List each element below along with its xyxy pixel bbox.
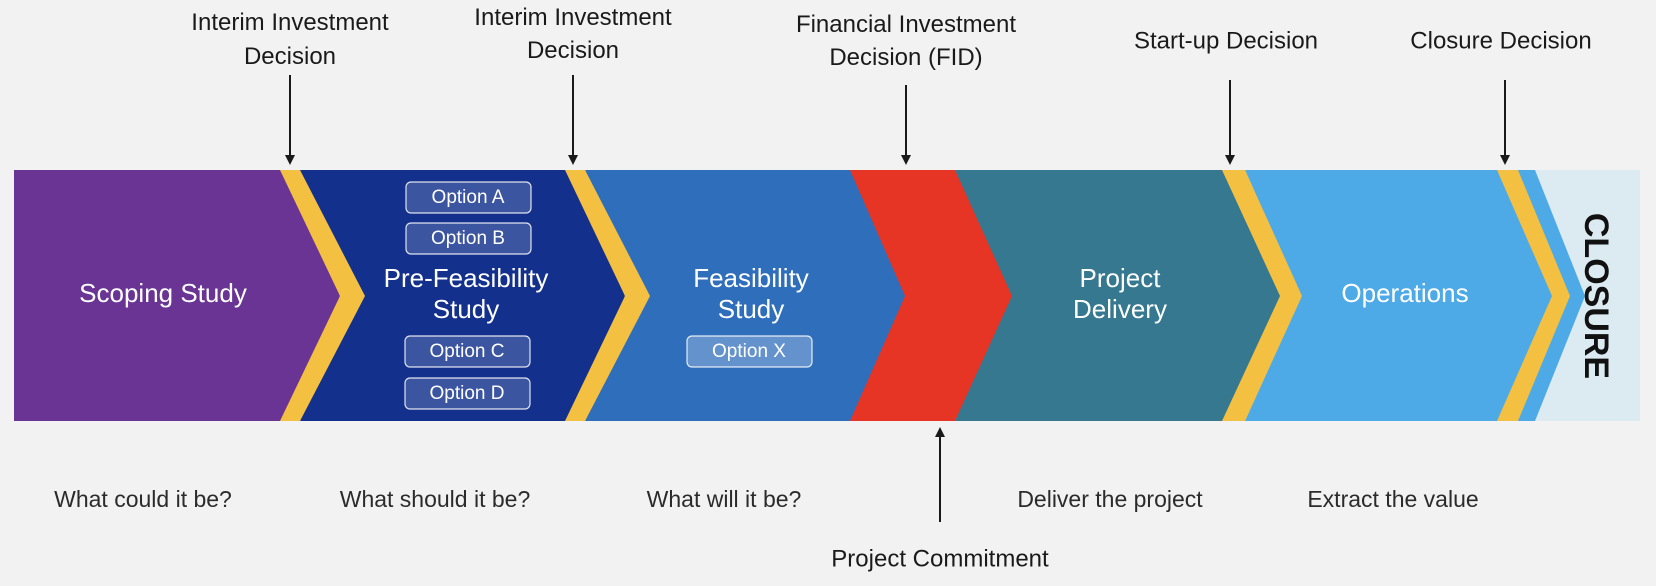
- stage-shape-pre-feasibility-study: [300, 170, 625, 421]
- option-label-x: Option X: [712, 341, 786, 362]
- stage-shape-feasibility-study: [585, 170, 960, 421]
- closure-label: CLOSURE: [1577, 213, 1615, 379]
- stage-label-operations: Operations: [1341, 278, 1468, 308]
- option-label-a: Option A: [432, 187, 505, 208]
- stage-question-scoping-study: What could it be?: [54, 486, 232, 512]
- option-label-d: Option D: [430, 383, 505, 404]
- gate-chevron-3: [1222, 170, 1302, 421]
- option-box-d: Option D: [404, 377, 531, 410]
- stage-question-project-delivery: Deliver the project: [1017, 486, 1203, 512]
- gate-label-start-up: Start-up Decision: [1134, 27, 1318, 54]
- stage-shape-commitment-stage: [850, 170, 1012, 421]
- option-box-x: Option X: [686, 335, 813, 368]
- stage-shape-project-delivery: [955, 170, 1282, 421]
- option-box-a: Option A: [405, 181, 532, 214]
- gate-chevron-4: [1497, 170, 1570, 421]
- stage-question-feasibility-study: What will it be?: [647, 486, 802, 512]
- gate-label-closure: Closure Decision: [1410, 27, 1591, 54]
- gate-chevron-2: [565, 170, 650, 421]
- option-label-b: Option B: [431, 228, 505, 249]
- option-box-b: Option B: [405, 222, 532, 255]
- stage-question-operations: Extract the value: [1307, 486, 1478, 512]
- option-box-c: Option C: [404, 335, 531, 368]
- stage-label-scoping-study: Scoping Study: [79, 278, 247, 308]
- option-label-c: Option C: [430, 341, 505, 362]
- stage-question-pre-feasibility-study: What should it be?: [340, 486, 531, 512]
- project-commitment-label: Project Commitment: [831, 545, 1049, 572]
- stage-shape-scoping-study: [14, 170, 340, 421]
- gate-chevron-1: [280, 170, 365, 421]
- stage-shape-operations: [1245, 170, 1585, 421]
